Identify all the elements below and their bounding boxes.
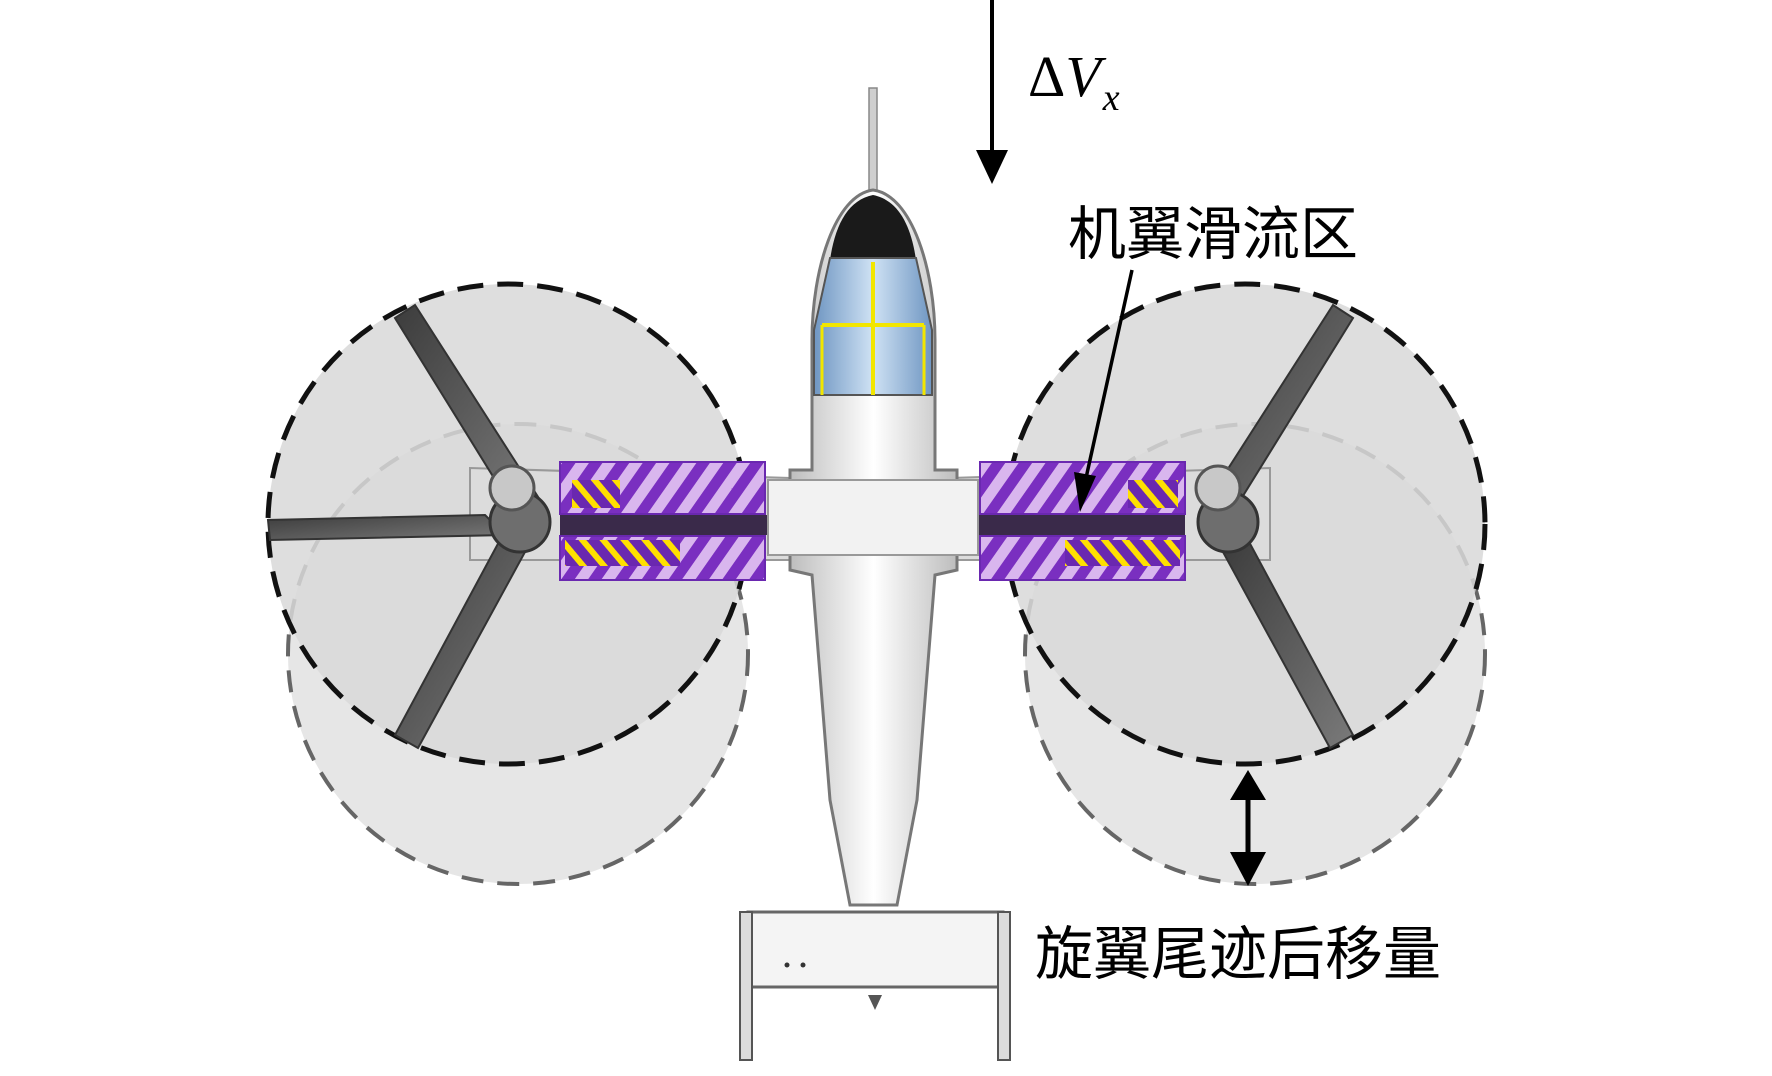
slipstream-pointer-arrow — [1074, 269, 1134, 512]
right-rotor-blades — [1194, 303, 1355, 750]
delta-vx-arrow — [976, 0, 1008, 184]
rotor-wake-displacement-label: 旋翼尾迹后移量 — [1035, 920, 1442, 988]
tail — [739, 910, 1011, 1061]
fuselage — [767, 87, 979, 907]
delta-vx-label: ΔVx — [1028, 48, 1120, 118]
velocity-symbol: V — [1065, 44, 1101, 109]
left-wing-slipstream-region — [559, 461, 770, 581]
wake-displacement-arrow — [1230, 770, 1266, 886]
velocity-subscript: x — [1102, 77, 1120, 119]
left-rotor-blades — [266, 303, 552, 750]
delta-symbol: Δ — [1028, 44, 1066, 109]
wing-slipstream-label: 机翼滑流区 — [1068, 200, 1359, 268]
right-wing-slipstream-region — [975, 461, 1186, 581]
